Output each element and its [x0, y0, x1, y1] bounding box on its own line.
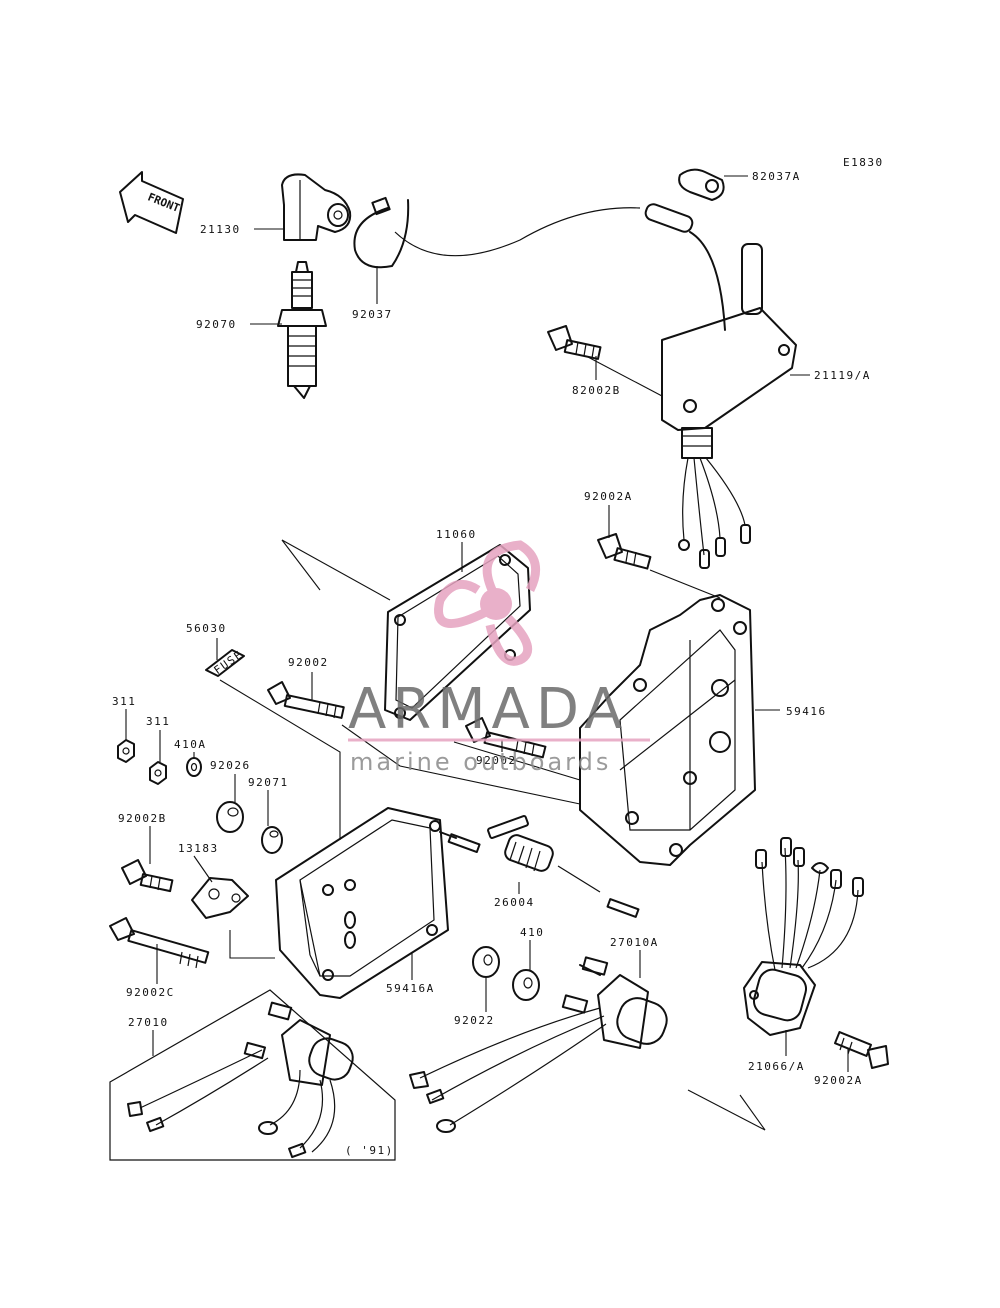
- propeller-logo-icon: [434, 540, 541, 666]
- spark-plug-cap: [281, 173, 352, 241]
- callout-92002C: 92002C: [126, 986, 175, 999]
- callout-92022: 92022: [454, 1014, 495, 1027]
- callout-13183: 13183: [178, 842, 219, 855]
- callout-26004: 26004: [494, 896, 535, 909]
- washer-410A: [186, 757, 202, 777]
- callout-27010A: 27010A: [610, 936, 659, 949]
- callout-21130: 21130: [200, 223, 241, 236]
- callout-311-b: 311: [146, 715, 170, 728]
- callout-92002-right: 92002: [476, 754, 517, 767]
- watermark-brand: ARMADA: [348, 677, 628, 742]
- callout-82002B: 82002B: [572, 384, 621, 397]
- solenoid-27010A: [409, 956, 668, 1133]
- bolt-92002A-upper: [597, 533, 652, 570]
- callout-56030: 56030: [186, 622, 227, 635]
- callout-82037A: 82037A: [752, 170, 801, 183]
- nut-311-b: [149, 761, 167, 785]
- bolt-92002B-lower: [121, 859, 174, 893]
- regulator-21066A: [743, 837, 864, 1036]
- callout-92002-left: 92002: [288, 656, 329, 669]
- nut-311-a: [117, 739, 135, 763]
- callout-27010: 27010: [128, 1016, 169, 1029]
- callout-410: 410: [520, 926, 544, 939]
- callout-59416: 59416: [786, 705, 827, 718]
- bolt-92002C: [109, 917, 210, 969]
- solenoid-27010-inset: ( '91): [109, 989, 396, 1161]
- bolt-92002A-lower: [833, 1031, 889, 1069]
- callout-311-a: 311: [112, 695, 136, 708]
- wire-clamp: [353, 196, 410, 269]
- callout-92002A-lower: 92002A: [814, 1074, 863, 1087]
- high-tension-lead: [394, 207, 641, 257]
- lead-clip: [678, 168, 725, 201]
- diagram-code: E1830: [843, 156, 884, 169]
- spark-plug: [277, 261, 327, 399]
- grommet-92071: [261, 826, 283, 854]
- year-note: ( '91): [345, 1144, 394, 1157]
- callout-labels: 82037A 21130 92070 92037 82002B 21119/A …: [112, 170, 871, 1087]
- callout-59416A: 59416A: [386, 982, 435, 995]
- callout-92002B-lower: 92002B: [118, 812, 167, 825]
- callout-92071: 92071: [248, 776, 289, 789]
- front-arrow-icon: FRONT: [119, 171, 184, 234]
- callout-410A: 410A: [174, 738, 207, 751]
- callout-92026: 92026: [210, 759, 251, 772]
- connector-26004: [439, 815, 640, 918]
- callout-92070: 92070: [196, 318, 237, 331]
- watermark: ARMADA marine outboards: [348, 540, 650, 776]
- callout-92037: 92037: [352, 308, 393, 321]
- washer-410: [512, 969, 540, 1001]
- fuse-56030: FUSE: [205, 648, 246, 677]
- bolt-92002-right: [465, 717, 547, 759]
- leader-lines: [125, 175, 849, 1072]
- callout-21119A: 21119/A: [814, 369, 871, 382]
- watermark-tagline: marine outboards: [350, 748, 611, 776]
- bolt-92002-left: [267, 681, 345, 719]
- plate-13183: [191, 877, 249, 919]
- callout-92002A-upper: 92002A: [584, 490, 633, 503]
- front-label: FRONT: [146, 190, 182, 215]
- grommet-92026: [216, 801, 244, 833]
- callout-11060: 11060: [436, 528, 477, 541]
- case-59416A: [275, 807, 449, 999]
- washer-92022: [472, 946, 500, 978]
- bolt-82002B-top: [547, 325, 602, 360]
- ignition-coil: [644, 203, 797, 569]
- case-cover-59416: [579, 594, 756, 866]
- callout-21066A: 21066/A: [748, 1060, 805, 1073]
